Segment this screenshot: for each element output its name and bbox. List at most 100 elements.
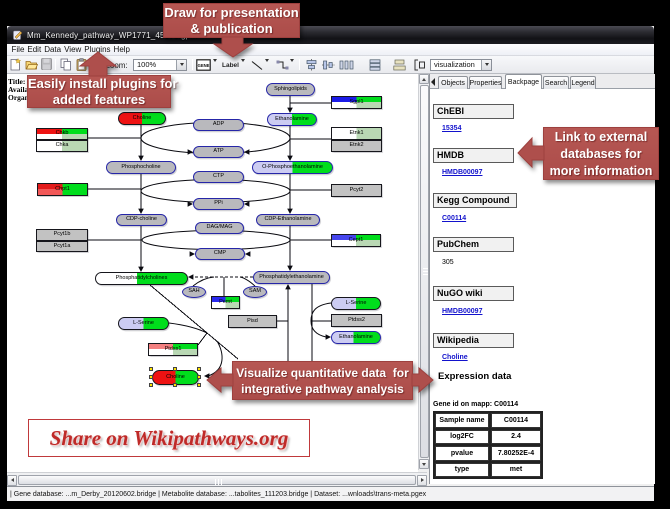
node-chpt1[interactable]: Chpt1 bbox=[37, 183, 88, 196]
node-etnk1[interactable]: Etnk1 bbox=[331, 127, 382, 140]
node-label: Pisd bbox=[247, 317, 258, 324]
selection-handle[interactable] bbox=[149, 383, 153, 387]
node-ptdss2[interactable]: Ptdss2 bbox=[331, 314, 382, 327]
selection-handle[interactable] bbox=[197, 367, 201, 371]
visualization-dropdown-button[interactable] bbox=[481, 59, 491, 70]
node-chka[interactable]: Chka bbox=[36, 140, 88, 152]
link-c00114[interactable]: C00114 bbox=[442, 215, 467, 222]
node-sphingolipids[interactable]: Sphingolipids bbox=[266, 83, 315, 96]
node-cdp-choline[interactable]: CDP-choline bbox=[116, 214, 167, 226]
scroll-right-button[interactable] bbox=[417, 474, 427, 486]
node-o-phosphoethanolamine[interactable]: O-Phosphoethanolamine bbox=[252, 161, 333, 174]
selection-handle[interactable] bbox=[173, 383, 177, 387]
node-l-serine-left[interactable]: L-Serine bbox=[118, 317, 169, 330]
scroll-left-button[interactable] bbox=[7, 474, 17, 486]
node-adp[interactable]: ADP bbox=[193, 119, 244, 131]
node-pcyt1a[interactable]: Pcyt1a bbox=[36, 241, 88, 252]
align-middle-button[interactable] bbox=[322, 59, 335, 72]
canvas-info-label: Availa bbox=[8, 85, 29, 94]
node-ctp[interactable]: CTP bbox=[193, 171, 244, 183]
node-etnk2[interactable]: Etnk2 bbox=[331, 140, 382, 152]
selection-handle[interactable] bbox=[149, 367, 153, 371]
layout-button[interactable] bbox=[414, 59, 425, 72]
node-pemt[interactable]: Pemt bbox=[211, 296, 240, 309]
selection-handle[interactable] bbox=[197, 383, 201, 387]
vertical-scrollbar[interactable] bbox=[418, 74, 429, 470]
node-sam[interactable]: SAM bbox=[243, 286, 267, 298]
node-cdp-ethanolamine[interactable]: CDP-Ethanolamine bbox=[256, 214, 320, 226]
save-button[interactable] bbox=[41, 58, 52, 71]
node-ppi[interactable]: PPi bbox=[193, 198, 244, 210]
node-dagmag[interactable]: DAG/MAG bbox=[195, 222, 244, 234]
copy-icon bbox=[60, 58, 71, 71]
datanode-tool-button[interactable]: GENE bbox=[196, 59, 211, 72]
link-hmdb00097[interactable]: HMDB00097 bbox=[442, 308, 483, 315]
node-atp[interactable]: ATP bbox=[193, 146, 244, 158]
scroll-down-button[interactable] bbox=[419, 459, 429, 469]
tab-properties[interactable]: Properties bbox=[469, 76, 502, 89]
tab-backpage[interactable]: Backpage bbox=[505, 74, 542, 89]
zoom-dropdown-button[interactable] bbox=[176, 59, 186, 70]
new-file-button[interactable] bbox=[10, 58, 21, 71]
node-phosphocholine[interactable]: Phosphocholine bbox=[106, 161, 176, 174]
connector-tool-button[interactable] bbox=[276, 60, 289, 73]
menu-help[interactable]: Help bbox=[113, 45, 130, 54]
node-pcyt2[interactable]: Pcyt2 bbox=[331, 184, 382, 197]
tab-search[interactable]: Search bbox=[543, 76, 569, 89]
stack-vertical-button[interactable] bbox=[368, 59, 382, 72]
menu-file[interactable]: File bbox=[11, 45, 25, 54]
toolbar-separator bbox=[55, 59, 56, 70]
menu-view[interactable]: View bbox=[64, 45, 82, 54]
selection-handle[interactable] bbox=[173, 367, 177, 371]
common-size-button[interactable] bbox=[393, 59, 406, 72]
pathway-edge bbox=[310, 302, 332, 338]
link-choline[interactable]: Choline bbox=[442, 354, 468, 361]
line-tool-button[interactable] bbox=[251, 60, 263, 73]
node-pisd[interactable]: Pisd bbox=[228, 315, 277, 328]
node-cmp[interactable]: CMP bbox=[195, 248, 245, 260]
selection-handle[interactable] bbox=[197, 375, 201, 379]
node-label: Phosphatidylethanolamine bbox=[259, 273, 324, 280]
visualization-combobox[interactable]: visualization bbox=[430, 58, 492, 71]
node-cept1[interactable]: Cept1 bbox=[331, 234, 381, 247]
node-l-serine-right[interactable]: L-Serine bbox=[331, 297, 381, 310]
node-label: Phosphatidylcholines bbox=[115, 274, 168, 281]
node-phosphatidylcholines[interactable]: Phosphatidylcholines bbox=[95, 272, 188, 285]
callout-text-line: Visualize quantitative data for bbox=[236, 366, 409, 380]
splitter-handle[interactable] bbox=[430, 76, 436, 90]
tab-legend[interactable]: Legend bbox=[570, 76, 596, 89]
menu-plugins[interactable]: Plugins bbox=[84, 45, 111, 54]
selection-handle[interactable] bbox=[149, 375, 153, 379]
node-ptdss1[interactable]: Ptdss1 bbox=[148, 343, 198, 356]
distribute-horizontal-button[interactable] bbox=[339, 59, 354, 72]
vertical-scroll-thumb[interactable] bbox=[419, 85, 429, 458]
scroll-up-button[interactable] bbox=[419, 74, 429, 84]
node-sgpl1[interactable]: Sgpl1 bbox=[331, 96, 382, 109]
link-hmdb00097[interactable]: HMDB00097 bbox=[442, 169, 483, 176]
zoom-combobox[interactable]: 100% bbox=[133, 58, 187, 71]
arrowhead bbox=[188, 274, 194, 280]
open-file-button[interactable] bbox=[25, 58, 38, 71]
horizontal-scrollbar[interactable] bbox=[7, 472, 427, 486]
canvas-info-label: Organi bbox=[8, 93, 31, 102]
label-tool-button[interactable]: Label bbox=[222, 62, 239, 69]
link-15354[interactable]: 15354 bbox=[442, 125, 462, 132]
node-choline-top[interactable]: Choline bbox=[118, 112, 166, 125]
node-sah[interactable]: SAH bbox=[182, 286, 206, 298]
node-label: Pcyt2 bbox=[349, 186, 364, 193]
node-label: ATP bbox=[213, 148, 224, 155]
tab-objects[interactable]: Objects bbox=[438, 76, 468, 89]
copy-button[interactable] bbox=[60, 58, 72, 71]
menu-data[interactable]: Data bbox=[44, 45, 62, 54]
menu-edit[interactable]: Edit bbox=[27, 45, 42, 54]
horizontal-scroll-thumb[interactable] bbox=[18, 475, 416, 485]
align-center-button[interactable] bbox=[305, 59, 318, 72]
node-chkb[interactable]: Chkb bbox=[36, 128, 88, 140]
node-phosphatidylethanolamine[interactable]: Phosphatidylethanolamine bbox=[253, 271, 330, 284]
node-ethanolamine-bottom[interactable]: Ethanolamine bbox=[331, 331, 381, 344]
node-ethanolamine-top[interactable]: Ethanolamine bbox=[267, 113, 317, 126]
arrowhead bbox=[187, 149, 193, 155]
node-pcyt1b[interactable]: Pcyt1b bbox=[36, 229, 88, 241]
